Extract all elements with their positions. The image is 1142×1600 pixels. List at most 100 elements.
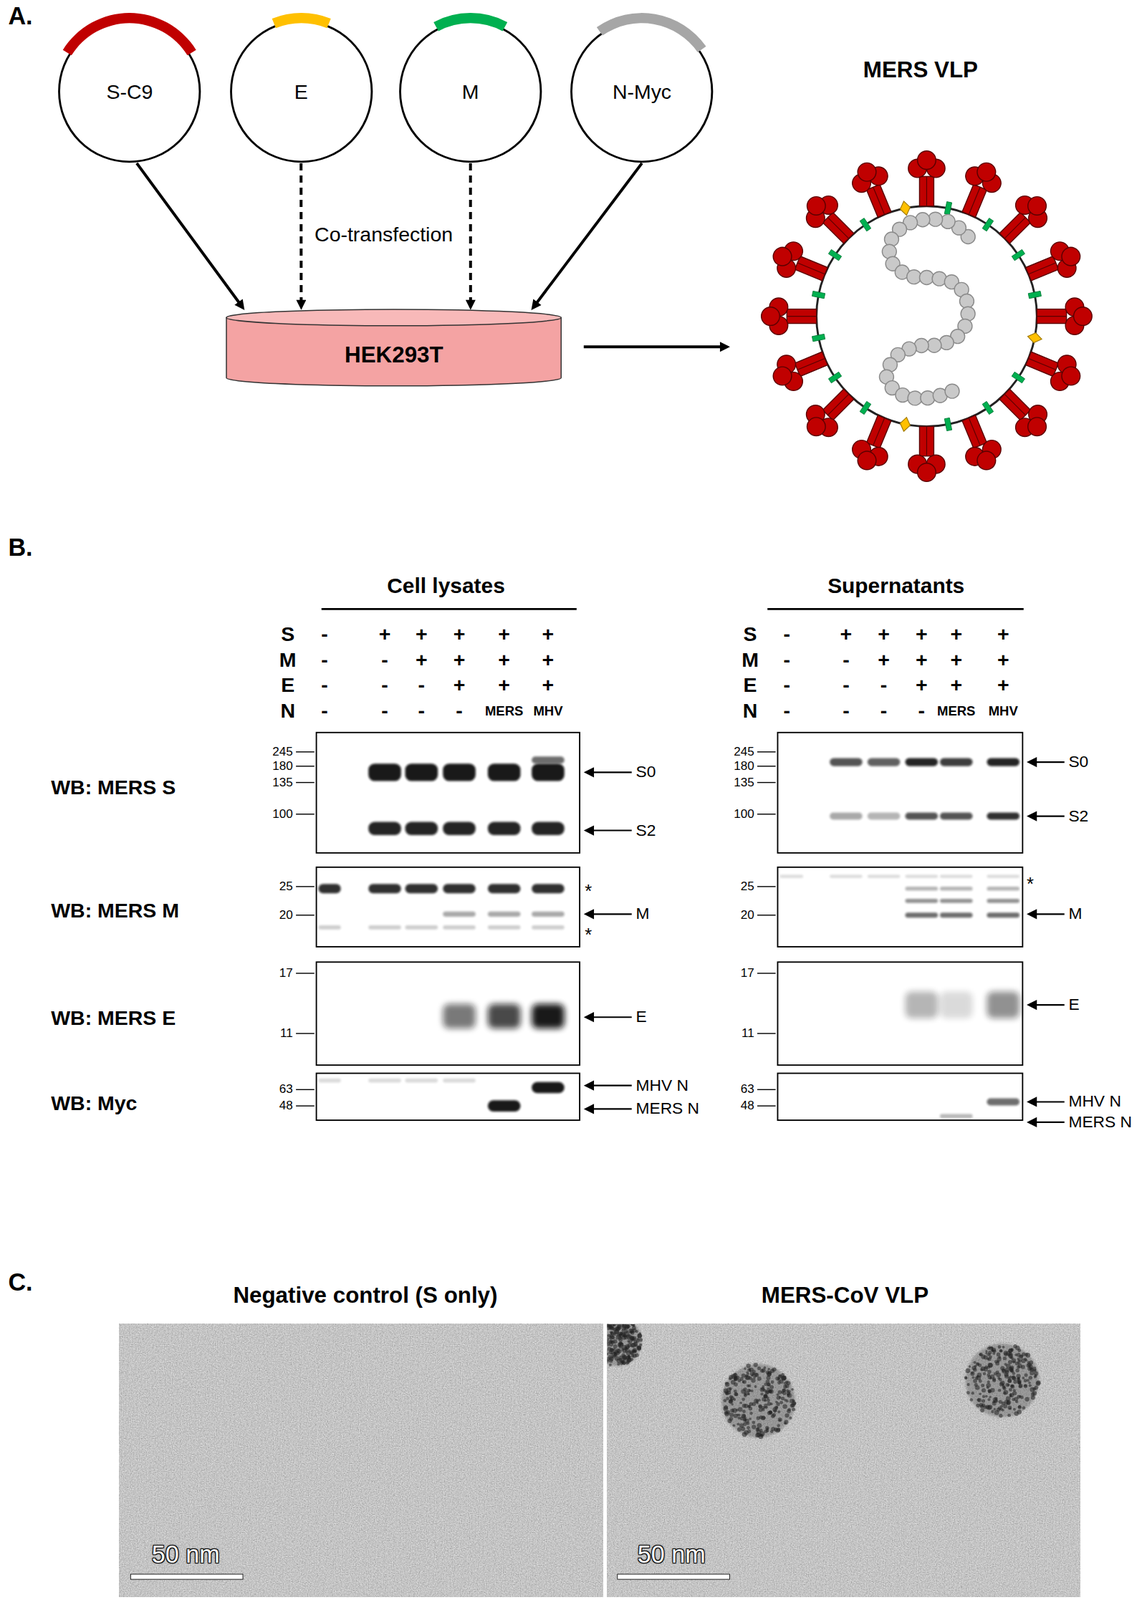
blot-band (939, 874, 973, 878)
spike-head (974, 448, 999, 473)
particle-dot (988, 1355, 993, 1360)
particle-dot (632, 1349, 637, 1354)
particle-dot (768, 1389, 774, 1395)
particle-dot (965, 1368, 971, 1374)
m-protein (1028, 290, 1041, 299)
blot-band (531, 912, 565, 918)
spike-protein (908, 151, 945, 207)
lane-label: MERS (937, 704, 976, 719)
spike-line (1004, 217, 1026, 239)
blot-band (905, 886, 939, 892)
lane-label: MHV (988, 704, 1019, 719)
spike-stalk (962, 184, 987, 218)
blot-band (905, 992, 939, 1019)
particle-dot (1028, 1376, 1033, 1381)
sign-mark: - (783, 623, 791, 646)
sign-mark: + (415, 623, 428, 646)
m-protein (982, 401, 993, 415)
particle-dot (627, 1343, 632, 1348)
particle-dot (978, 1379, 983, 1384)
particle-dot (975, 1404, 981, 1409)
spike-head (917, 463, 937, 483)
particle-dot (767, 1402, 772, 1407)
particle-dot (765, 1426, 769, 1431)
spike-protein (1021, 236, 1087, 292)
particle-dot (763, 1366, 767, 1370)
particle-dot (632, 1337, 636, 1341)
spike-line (926, 426, 928, 456)
particle-dot (776, 1424, 780, 1428)
spike-stalk (999, 212, 1031, 244)
mw-marker: 63 (740, 1083, 755, 1097)
particle-dot (1005, 1401, 1011, 1406)
particle-dot (729, 1412, 734, 1418)
particle-dot (751, 1424, 756, 1430)
em-image (119, 1324, 604, 1597)
particle-dot (970, 1398, 973, 1402)
sign-mark: + (453, 623, 466, 646)
sign-mark: + (997, 623, 1010, 646)
blot-band (829, 874, 863, 878)
particle-dot (743, 1393, 747, 1397)
particle-dot (725, 1397, 730, 1402)
spike-line (827, 394, 849, 415)
sign-mark: - (783, 649, 791, 672)
particle-dot (623, 1356, 627, 1361)
sign-mark: + (542, 649, 555, 672)
particle-dot (733, 1378, 737, 1382)
n-bead (915, 212, 930, 228)
row-header: E (280, 674, 295, 698)
plasmid-ring (230, 21, 372, 162)
pointer-head (1026, 1096, 1037, 1107)
particle-dot (997, 1360, 1001, 1364)
particle-dot (609, 1348, 614, 1353)
particle-dot (723, 1388, 729, 1394)
sign-mark: + (840, 623, 853, 646)
image-title: Negative control (S only) (232, 1283, 498, 1309)
spike-protein (846, 156, 902, 223)
particle-dot (746, 1373, 749, 1376)
particle-dot (977, 1373, 983, 1379)
membrane-protein (828, 249, 842, 261)
particle-dot (747, 1430, 751, 1434)
particle-dot (734, 1392, 738, 1397)
particle-dot (1003, 1390, 1009, 1396)
particle-dot (607, 1349, 609, 1354)
particle-dot (1035, 1380, 1041, 1385)
plasmid-circle: E (229, 20, 373, 163)
node-text: HEK293T (344, 343, 444, 368)
particle-dot (607, 1353, 609, 1357)
particle-dot (1027, 1361, 1031, 1365)
spike-line (968, 186, 981, 215)
sign-mark: + (497, 649, 511, 672)
sign-mark: + (877, 649, 890, 672)
particle-dot (1010, 1384, 1015, 1390)
blot-band (986, 757, 1020, 766)
particle-dot (992, 1397, 998, 1403)
spike-protein (766, 236, 832, 292)
blot-band (867, 874, 901, 878)
particle-dot (733, 1392, 738, 1397)
particle-dot (735, 1409, 739, 1413)
membrane-protein (811, 290, 825, 299)
sign-mark: + (949, 623, 963, 646)
band-pointer (1026, 1117, 1065, 1128)
particle-dot (732, 1414, 738, 1419)
sign-mark: - (418, 674, 425, 698)
blot-band (368, 925, 402, 930)
particle-dot (998, 1414, 1003, 1418)
pointer-line (591, 1108, 632, 1110)
particle-dot (634, 1353, 640, 1358)
mw-marker: 11 (741, 1027, 755, 1041)
particle-dot (755, 1399, 759, 1403)
lane-label: MERS (485, 704, 523, 719)
spike-head (1023, 192, 1050, 219)
row-header: N (742, 699, 758, 723)
particle-dot (973, 1361, 977, 1365)
mw-marker: 100 (733, 807, 755, 822)
mw-marker: 63 (279, 1083, 294, 1097)
particle-dot (737, 1427, 742, 1433)
particle-dot (614, 1356, 620, 1362)
particle-dot (725, 1382, 731, 1388)
